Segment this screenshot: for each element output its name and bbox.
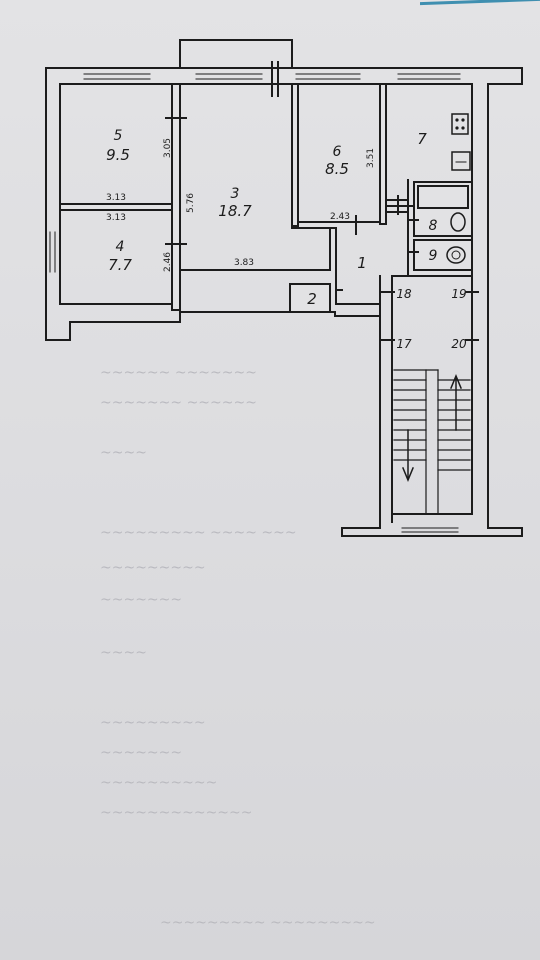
bleed-through-line: ~~~~~~ ~~~~~~~ [100,365,257,381]
stove-icon [451,113,469,135]
room-area: 8.5 [325,160,349,178]
bleed-through-line: ~~~~~~~~~~ [100,775,218,791]
stair-up-arrow [450,374,462,389]
stair-label: 20 [451,337,467,351]
bathtub [417,185,469,209]
dimension-label: 3.05 [163,138,173,158]
stair-label: 18 [396,287,412,301]
bleed-through-line: ~~~~~~~ ~~~~~~ [100,395,257,411]
room-number: 9 [429,248,438,264]
bleed-through-line: ~~~~~~~~~ [100,715,206,731]
window-stair [401,527,459,533]
bleed-through-line: ~~~~~~~~~ ~~~~ ~~~ [100,525,297,541]
bleed-through-line: ~~~~~~~~~ ~~~~~~~~~ [160,915,376,931]
bleed-through-line: ~~~~~~~ [100,745,183,761]
bleed-through-line: ~~~~~~~~~ [100,560,206,576]
exterior-wall [45,39,523,537]
bathroom-9 [413,239,473,271]
stair-label: 19 [451,287,466,301]
dimension-label: 3.83 [234,258,254,268]
dimension-label: 5.76 [186,193,196,213]
room-number: 1 [357,254,367,272]
room-number: 4 [116,239,125,255]
exterior-wall [391,83,473,523]
dimension-label: 2.43 [330,212,350,222]
room-number: 3 [231,186,240,202]
room-area: 7.7 [108,256,132,274]
interior-wall [59,203,173,211]
toilet-icon [451,250,461,260]
bleed-through-line: ~~~~~~~ [100,592,183,608]
washbasin-icon [450,212,466,232]
stair-down-arrow [402,467,414,482]
room-number: 7 [417,130,427,148]
interior-wall [289,283,331,313]
dimension-label: 3.13 [106,193,126,203]
room-number: 6 [333,144,342,160]
window-top-4 [397,73,461,80]
interior-wall [171,83,181,311]
dimension-label: 3.13 [106,213,126,223]
interior-wall [291,83,299,227]
bleed-through-line: ~~~~ [100,645,147,661]
interior-wall [379,83,387,225]
window-top-3 [295,73,361,80]
room-number: 8 [429,218,438,234]
dimension-label: 2.46 [163,252,173,272]
bleed-through-line: ~~~~~~~~~~~~~ [100,805,253,821]
door-marks [165,117,479,341]
room-number: 5 [114,128,123,144]
room-number: 2 [307,290,317,308]
stove-burners [455,118,465,130]
stair-label: 17 [396,337,412,351]
bleed-through-line: ~~~~ [100,445,147,461]
window-top-1 [83,73,151,80]
window-top-2 [195,73,263,80]
toilet-icon [446,246,466,264]
room-area: 18.7 [218,202,252,220]
sink-icon [451,151,471,171]
window-left [49,231,56,273]
stair-treads [393,369,471,515]
room-area: 9.5 [106,146,130,164]
dimension-label: 3.51 [366,148,376,168]
